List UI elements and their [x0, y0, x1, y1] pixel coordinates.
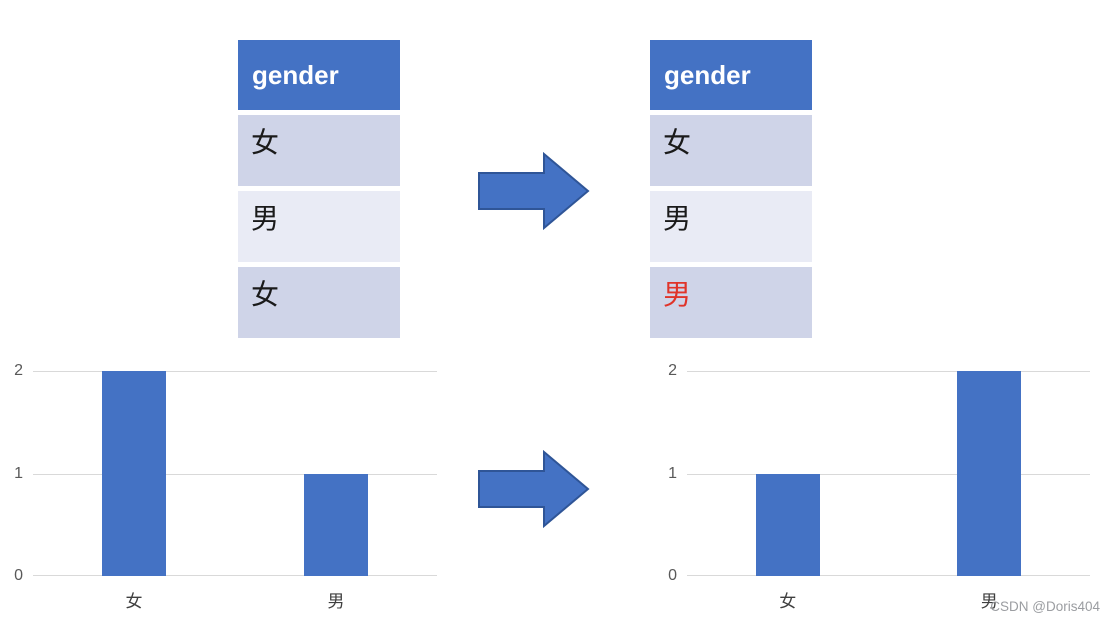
bar-chart-before: 0 1 2 女 男 [14, 362, 437, 611]
table-row changed-row: 男 [650, 267, 812, 338]
y-tick-label: 1 [14, 464, 23, 482]
table-row: 女 [238, 115, 400, 186]
table-header-cell: gender [650, 40, 812, 110]
x-tick-label: 男 [980, 592, 998, 611]
gridline [33, 575, 437, 576]
y-tick-label: 2 [668, 362, 677, 379]
gridline [33, 371, 437, 372]
gender-table-after: gender 女 男 男 [650, 40, 812, 338]
table-row: 男 [238, 191, 400, 262]
gridline [33, 473, 437, 475]
x-tick-label: 女 [125, 592, 143, 611]
x-tick-label: 男 [327, 592, 345, 611]
bar [304, 473, 368, 576]
bar [102, 371, 166, 576]
table-header-cell: gender [238, 40, 400, 110]
table-row: 女 [238, 267, 400, 338]
right-block-arrow-icon [478, 152, 590, 230]
bar-chart-after: 0 1 2 女 男 [668, 362, 1090, 611]
gridline [687, 371, 1090, 372]
y-tick-label: 0 [668, 567, 677, 584]
table-row: 男 [650, 191, 812, 262]
table-row: 女 [650, 115, 812, 186]
bar [957, 371, 1022, 576]
gender-table-before: gender 女 男 女 [238, 40, 400, 338]
gridline [687, 575, 1090, 576]
right-block-arrow-icon [478, 450, 590, 528]
x-tick-label: 女 [779, 592, 797, 611]
y-tick-label: 0 [14, 567, 23, 584]
y-tick-label: 1 [668, 464, 677, 482]
bar [755, 473, 820, 576]
y-tick-label: 2 [14, 362, 23, 379]
gridline [687, 473, 1090, 475]
watermark: CSDN @Doris404 [990, 599, 1100, 614]
